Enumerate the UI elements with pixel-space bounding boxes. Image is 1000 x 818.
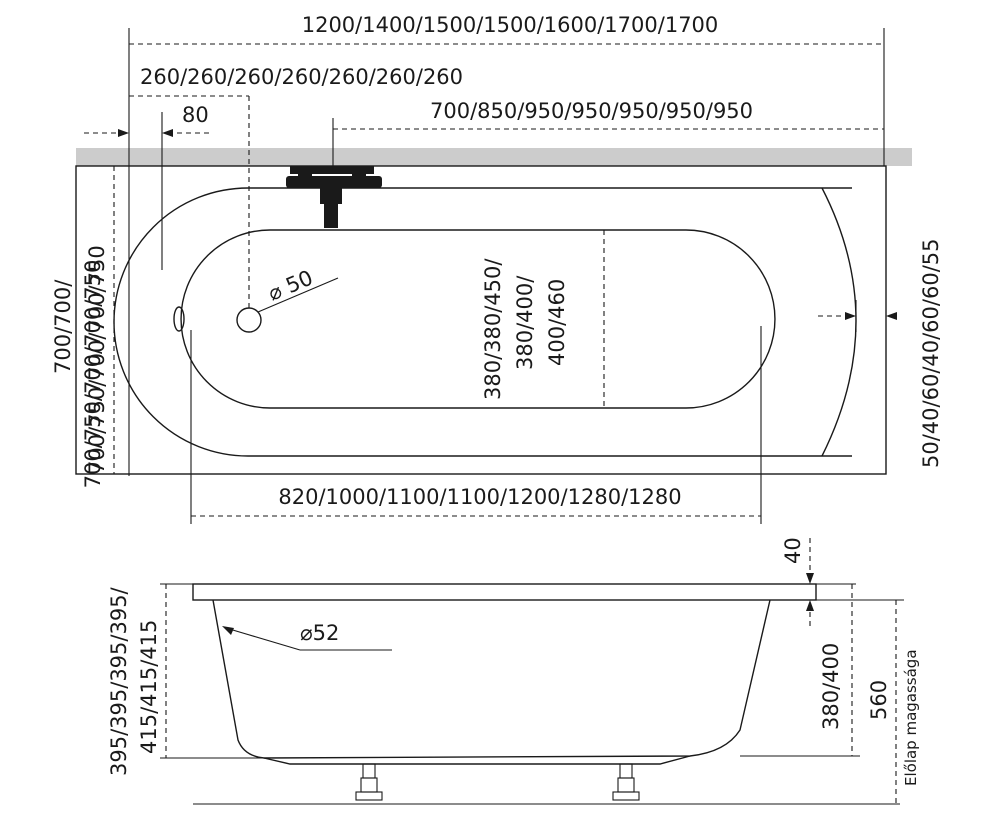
tub-end-arc [821,187,857,457]
front-panel-height-label: Előlap magassága [902,649,920,786]
inner-width-label-3: 400/460 [545,279,569,366]
right-leg-icon [612,763,640,801]
inner-width-label-2: 380/400/ [513,275,537,370]
rim-thickness-arrow-top [806,573,814,584]
end-rim-arrow-right [886,312,897,320]
drain-diameter-label: ⌀ 50 [265,266,317,306]
tub-outer-outline [75,165,887,475]
end-rim-arrow-left [845,312,856,320]
tub-side-base [263,755,691,765]
rim-arrow-right [162,129,173,137]
overflow-icon [173,306,185,332]
drain-diameter-leader [257,277,339,313]
overflow-leader [225,627,301,651]
tub-side-basin [212,599,771,759]
overflow-arrow [222,626,234,635]
total-width-label-1: 700/700/ [51,279,75,374]
total-width-label-3: 700/750/700/700/750 [85,245,109,474]
total-height-label: 560 [867,680,891,720]
rim-thickness-label: 40 [781,537,805,564]
end-rim-label: 50/40/60/40/60/60/55 [919,238,943,468]
drain-offset-label: 260/260/260/260/260/260/260 [140,65,463,89]
side-view: ⌀52 40 380/400 560 Előlap magassága 395/… [107,537,920,805]
rim-thickness-arrow-bottom [806,600,814,611]
faucet-offset-label: 700/850/950/950/950/950/950 [430,99,753,123]
top-view: ⌀ 50 1200/1400/1500/1500/1600/1700/1700 … [51,13,943,524]
bottom-height-label-1: 395/395/395/395/ [107,586,131,776]
total-width-label-2: 700/750/700/700/750 [81,260,105,489]
drain-icon [236,307,262,333]
rim-arrow-left [118,129,129,137]
total-length-label: 1200/1400/1500/1500/1600/1700/1700 [302,13,719,37]
left-leg-icon [355,763,383,801]
overflow-diameter-label: ⌀52 [300,621,339,645]
bottom-height-label-2: 415/415/415 [137,620,161,754]
faucet-icon [286,166,382,228]
rim-offset-label: 80 [182,103,209,127]
tub-basin-outline [180,229,776,409]
inner-length-label: 820/1000/1100/1100/1200/1280/1280 [278,485,681,509]
wall-strip [76,148,912,166]
depth-label: 380/400 [819,643,843,730]
inner-width-label-1: 380/380/450/ [481,258,505,400]
tub-side-rim [192,583,817,601]
